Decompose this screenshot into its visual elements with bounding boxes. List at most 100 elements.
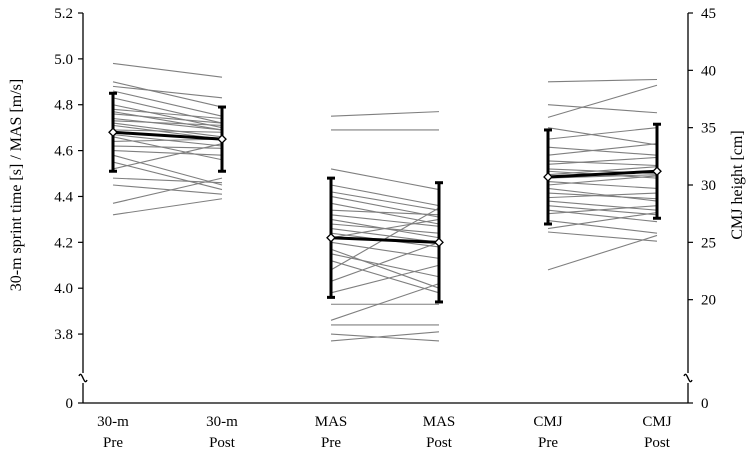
individual-line-cmj-2 [547, 84, 658, 118]
left-tick-label-0: 3.8 [54, 327, 73, 343]
individual-line-cmj-1 [547, 104, 658, 114]
right-tick-label-0: 20 [701, 293, 716, 309]
mean-line-mas [330, 236, 440, 244]
mean-marker-mas-pre [326, 232, 336, 243]
individual-line-mas-25 [330, 331, 440, 342]
x-label-5-line2: Post [644, 435, 671, 451]
x-label-5-line1: CMJ [642, 414, 671, 430]
left-tick-label-5: 4.8 [54, 98, 73, 114]
y-axis-title-left: 30-m sprint time [s] / MAS [m/s] [8, 79, 25, 291]
individual-line-30-m-3 [112, 90, 223, 117]
individual-line-mas-24 [330, 333, 440, 342]
individual-line-mas-11 [330, 228, 440, 243]
individual-line-30-m-19 [112, 154, 223, 186]
individual-line-30-m-10 [112, 120, 223, 126]
individual-line-cmj-4 [547, 127, 658, 140]
individual-line-cmj-5 [547, 146, 658, 156]
x-label-2-line1: MAS [315, 414, 348, 430]
individual-line-cmj-12 [547, 174, 658, 179]
x-label-4-line2: Pre [538, 435, 558, 451]
individual-line-cmj-19 [547, 205, 658, 216]
left-tick-label-2: 4.2 [54, 235, 73, 251]
individual-line-cmj-8 [547, 156, 658, 165]
right-tick-label-2: 30 [701, 178, 716, 194]
left-tick-label-3: 4.4 [54, 189, 73, 205]
individual-line-mas-0 [330, 111, 440, 117]
individual-line-cmj-18 [547, 200, 658, 211]
right-tick-label-3: 35 [701, 121, 716, 137]
left-axis-break-mark [78, 373, 88, 383]
x-label-0-line2: Pre [103, 435, 123, 451]
x-label-2-line2: Pre [321, 435, 341, 451]
x-label-4-line1: CMJ [533, 414, 562, 430]
left-tick-label-6: 5.0 [54, 52, 73, 68]
individual-line-30-m-25 [112, 198, 223, 216]
individual-line-30-m-8 [112, 113, 223, 124]
individual-line-mas-6 [330, 202, 440, 225]
individual-line-mas-20 [330, 264, 440, 294]
mean-marker-30-m-post [217, 134, 227, 145]
mean-layer [108, 91, 662, 304]
individual-line-cmj-7 [547, 160, 658, 167]
individual-line-30-m-9 [112, 117, 223, 131]
individual-line-mas-4 [330, 191, 440, 211]
individual-line-30-m-20 [112, 161, 223, 191]
individual-line-30-m-21 [112, 143, 223, 170]
mean-marker-cmj-post [652, 166, 662, 177]
individual-line-mas-3 [330, 184, 440, 207]
mean-marker-mas-post [434, 237, 444, 248]
individual-line-30-m-13 [112, 129, 223, 133]
x-label-3-line2: Post [426, 435, 453, 451]
individual-line-mas-2 [330, 168, 440, 191]
individual-line-cmj-22 [547, 220, 658, 234]
individual-line-cmj-16 [547, 192, 658, 200]
mean-line-cmj [547, 169, 658, 179]
individual-line-30-m-2 [112, 85, 223, 99]
individual-lines-layer [112, 62, 658, 342]
y-axis-title-right: CMJ height [cm] [729, 130, 746, 239]
individual-line-cmj-6 [547, 143, 658, 156]
individual-line-cmj-14 [547, 175, 658, 186]
right-axis-break-mark [683, 373, 693, 383]
x-label-3-line1: MAS [423, 414, 456, 430]
individual-line-30-m-0 [112, 62, 223, 78]
individual-line-mas-13 [330, 218, 440, 239]
individual-line-cmj-0 [547, 78, 658, 83]
individual-line-30-m-18 [112, 150, 223, 156]
individual-line-cmj-25 [547, 234, 658, 271]
x-label-1-line2: Post [209, 435, 236, 451]
individual-line-30-m-1 [112, 81, 223, 108]
left-tick-label-4: 4.6 [54, 144, 73, 160]
individual-line-cmj-3 [547, 127, 658, 146]
individual-line-mas-19 [330, 241, 440, 282]
individual-line-mas-16 [330, 253, 440, 278]
individual-line-cmj-23 [547, 211, 658, 230]
individual-line-30-m-4 [112, 97, 223, 124]
right-tick-label-1: 25 [701, 235, 716, 251]
left-tick-label-7: 5.2 [54, 6, 73, 22]
right-tick-label-4: 40 [701, 63, 716, 79]
individual-line-30-m-16 [112, 138, 223, 142]
axes-layer [78, 12, 693, 404]
individual-line-30-m-24 [112, 177, 223, 204]
mean-line-30-m [112, 130, 223, 141]
left-tick-label-zero: 0 [66, 396, 74, 412]
individual-line-mas-15 [330, 248, 440, 289]
individual-line-mas-22 [330, 283, 440, 321]
individual-line-mas-8 [330, 214, 440, 227]
x-label-0-line1: 30-m [97, 414, 129, 430]
x-label-1-line1: 30-m [206, 414, 238, 430]
individual-line-cmj-13 [547, 181, 658, 189]
individual-line-cmj-21 [547, 205, 658, 215]
individual-line-mas-7 [330, 209, 440, 216]
individual-line-30-m-23 [112, 184, 223, 195]
individual-line-mas-17 [330, 260, 440, 294]
right-tick-label-5: 45 [701, 6, 716, 22]
individual-line-cmj-11 [547, 166, 658, 176]
right-tick-label-zero: 0 [701, 396, 709, 412]
individual-line-cmj-15 [547, 187, 658, 202]
individual-line-mas-14 [330, 241, 440, 259]
individual-line-30-m-11 [112, 122, 223, 138]
mean-marker-30-m-pre [108, 127, 118, 138]
